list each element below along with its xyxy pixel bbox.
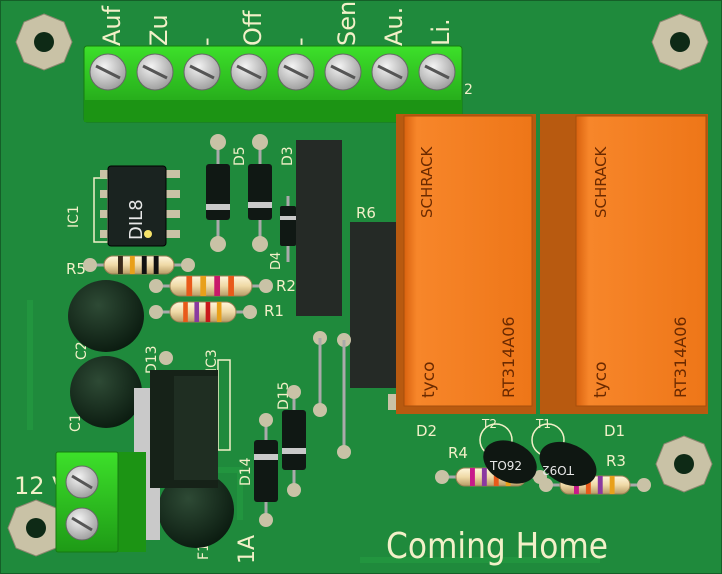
label-d4: D4 — [269, 252, 284, 270]
label-r2: R2 — [276, 277, 296, 295]
terminal-block-top — [83, 45, 463, 123]
resistor-r1 — [149, 301, 257, 323]
label-d3: D3 — [280, 146, 296, 166]
terminal-screw — [277, 53, 315, 91]
diode-d14 — [254, 413, 278, 527]
mounting-hole-top-left — [15, 13, 73, 71]
label-r4: R4 — [448, 444, 468, 462]
label-d14: D14 — [238, 457, 254, 486]
mounting-hole-top-right — [651, 13, 709, 71]
diode-d5 — [206, 134, 230, 252]
label-relay-1-ref: D2 — [416, 422, 437, 440]
capacitor-c1 — [70, 356, 142, 428]
terminal-label: Li. — [427, 18, 455, 46]
relay-1-part: RT314A06 — [499, 316, 518, 398]
relay-1-brand: SCHRACK — [418, 145, 436, 218]
terminal-block-power — [55, 451, 146, 553]
diode-d3 — [248, 134, 272, 252]
diode-d15 — [282, 385, 306, 497]
terminal-screw — [230, 53, 268, 91]
ic1-dil8-chip: DIL8 — [93, 165, 180, 247]
terminal-label: Zu — [145, 14, 173, 46]
relay-2: SCHRACK RT314A06 tyco — [540, 114, 708, 414]
terminal-label: Off — [239, 10, 267, 46]
terminal-screw — [89, 53, 127, 91]
label-ic1: IC1 — [66, 205, 82, 228]
t1-package-label: TO92 — [542, 463, 575, 477]
terminal-label: Auf — [98, 5, 126, 46]
terminal-screw — [418, 53, 456, 91]
terminal-screw — [371, 53, 409, 91]
terminal-screw — [183, 53, 221, 91]
terminal-screw — [324, 53, 362, 91]
diode-d4 — [280, 196, 296, 262]
relay-2-part: RT314A06 — [671, 316, 690, 398]
terminal-label: - — [286, 37, 314, 46]
label-d13: D13 — [144, 345, 160, 374]
label-r6: R6 — [356, 204, 376, 222]
relay-1-maker: tyco — [419, 362, 439, 398]
resistor-r6-body — [296, 140, 396, 459]
resistor-r5 — [83, 255, 195, 275]
capacitor-fuse-area — [158, 472, 234, 548]
label-fuse-rating: 1A — [235, 535, 260, 564]
relay-2-maker: tyco — [591, 362, 611, 398]
label-r1: R1 — [264, 302, 284, 320]
terminal-screw — [136, 53, 174, 91]
transistor-t2: TO92 — [479, 423, 537, 484]
mounting-hole-bottom-left — [7, 499, 65, 557]
terminal-label: Sen. — [333, 0, 361, 46]
capacitor-c2 — [68, 280, 144, 352]
label-r5: R5 — [66, 260, 86, 278]
label-r3: R3 — [606, 452, 626, 470]
terminal-label: Au. — [380, 7, 408, 46]
terminal-label: - — [192, 37, 220, 46]
resistor-r2 — [149, 275, 273, 297]
mounting-hole-bottom-right — [655, 435, 713, 493]
board-title: Coming Home — [386, 526, 608, 567]
t2-package-label: TO92 — [489, 459, 522, 473]
label-ic3: IC3 — [204, 349, 220, 372]
terminal-end-label: 2 — [464, 82, 473, 98]
label-d5: D5 — [232, 146, 248, 166]
relay-1: SCHRACK RT314A06 tyco — [388, 114, 536, 414]
label-c1: C1 — [68, 413, 84, 432]
ic3-regulator — [134, 351, 231, 540]
relay-2-brand: SCHRACK — [592, 145, 610, 218]
label-relay-2-ref: D1 — [604, 422, 625, 440]
transistor-t1: TO92 — [531, 423, 597, 487]
ic1-package-label: DIL8 — [126, 199, 147, 240]
